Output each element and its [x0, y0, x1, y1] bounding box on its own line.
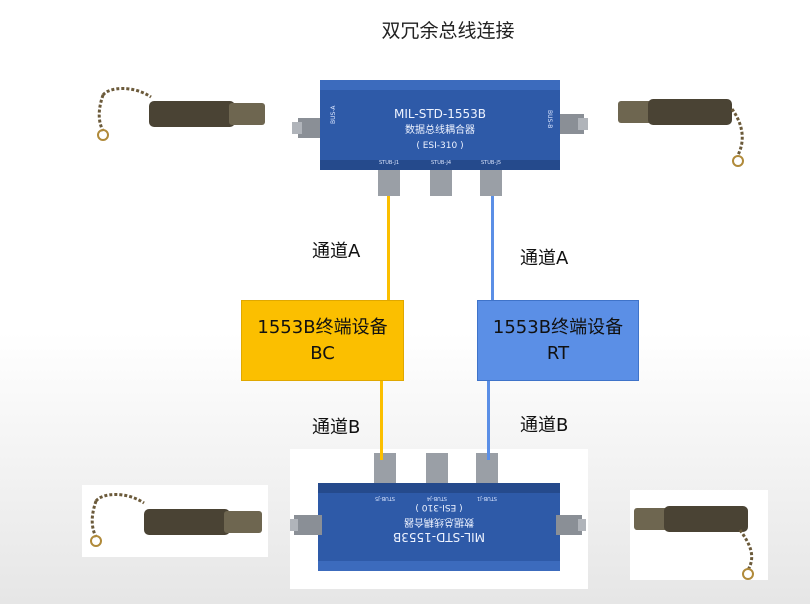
terminal-rt-role: RT — [546, 342, 570, 364]
terminator-icon — [618, 99, 744, 167]
top-coupler-illustration: BUS-A BUS-B MIL-STD-1553B 数据总线耦合器 ( ESI-… — [292, 80, 588, 196]
terminal-bc-device: 1553B终端设备 — [257, 316, 388, 338]
bottom-coupler-stub-3: STUB-J1 — [477, 495, 497, 501]
terminal-bc-role: BC — [310, 342, 335, 364]
terminator-icon — [90, 493, 262, 547]
terminator-icon — [634, 506, 754, 580]
diagram-title: 双冗余总线连接 — [381, 20, 515, 42]
top-coupler-model: MIL-STD-1553B — [394, 107, 486, 121]
bottom-coupler-part: ( ESI-310 ) — [415, 502, 462, 512]
bottom-coupler-photo: MIL-STD-1553B 数据总线耦合器 ( ESI-310 ) STUB-J… — [290, 449, 588, 589]
top-coupler-port-left: BUS-A — [330, 105, 337, 124]
bottom-coupler-stub-1: STUB-J5 — [375, 495, 395, 501]
bottom-coupler-model: MIL-STD-1553B — [393, 530, 485, 544]
terminal-bc-box: 1553B终端设备 BC — [241, 300, 404, 381]
channel-b-label-right: 通道B — [520, 415, 569, 436]
wire-rt-bottom — [487, 380, 490, 460]
bottom-coupler-illustration: MIL-STD-1553B 数据总线耦合器 ( ESI-310 ) STUB-J… — [290, 453, 586, 571]
bottom-coupler-name: 数据总线耦合器 — [404, 516, 474, 529]
bottom-coupler-stub-2: STUB-J4 — [427, 495, 447, 501]
terminator-bottom-left — [82, 485, 268, 557]
terminator-icon — [97, 87, 265, 141]
wire-rt-top — [491, 196, 494, 300]
top-coupler-stub-2: STUB-J4 — [431, 160, 451, 166]
top-coupler-photo: BUS-A BUS-B MIL-STD-1553B 数据总线耦合器 ( ESI-… — [290, 62, 590, 204]
channel-a-label-right: 通道A — [520, 248, 569, 269]
top-coupler-stub-1: STUB-J1 — [379, 160, 399, 166]
top-coupler-stub-3: STUB-J5 — [481, 160, 501, 166]
terminator-bottom-right — [630, 490, 768, 580]
wire-bc-top — [387, 196, 390, 300]
channel-a-label-left: 通道A — [312, 241, 361, 262]
terminal-rt-box: 1553B终端设备 RT — [477, 300, 639, 381]
wire-bc-bottom — [380, 380, 383, 460]
top-coupler-port-right: BUS-B — [546, 110, 553, 128]
top-coupler-name: 数据总线耦合器 — [405, 123, 475, 136]
channel-b-label-left: 通道B — [312, 417, 361, 438]
terminal-rt-device: 1553B终端设备 — [492, 316, 624, 338]
terminator-top-right — [614, 79, 754, 175]
terminator-top-left — [89, 79, 271, 151]
top-coupler-part: ( ESI-310 ) — [416, 141, 463, 151]
